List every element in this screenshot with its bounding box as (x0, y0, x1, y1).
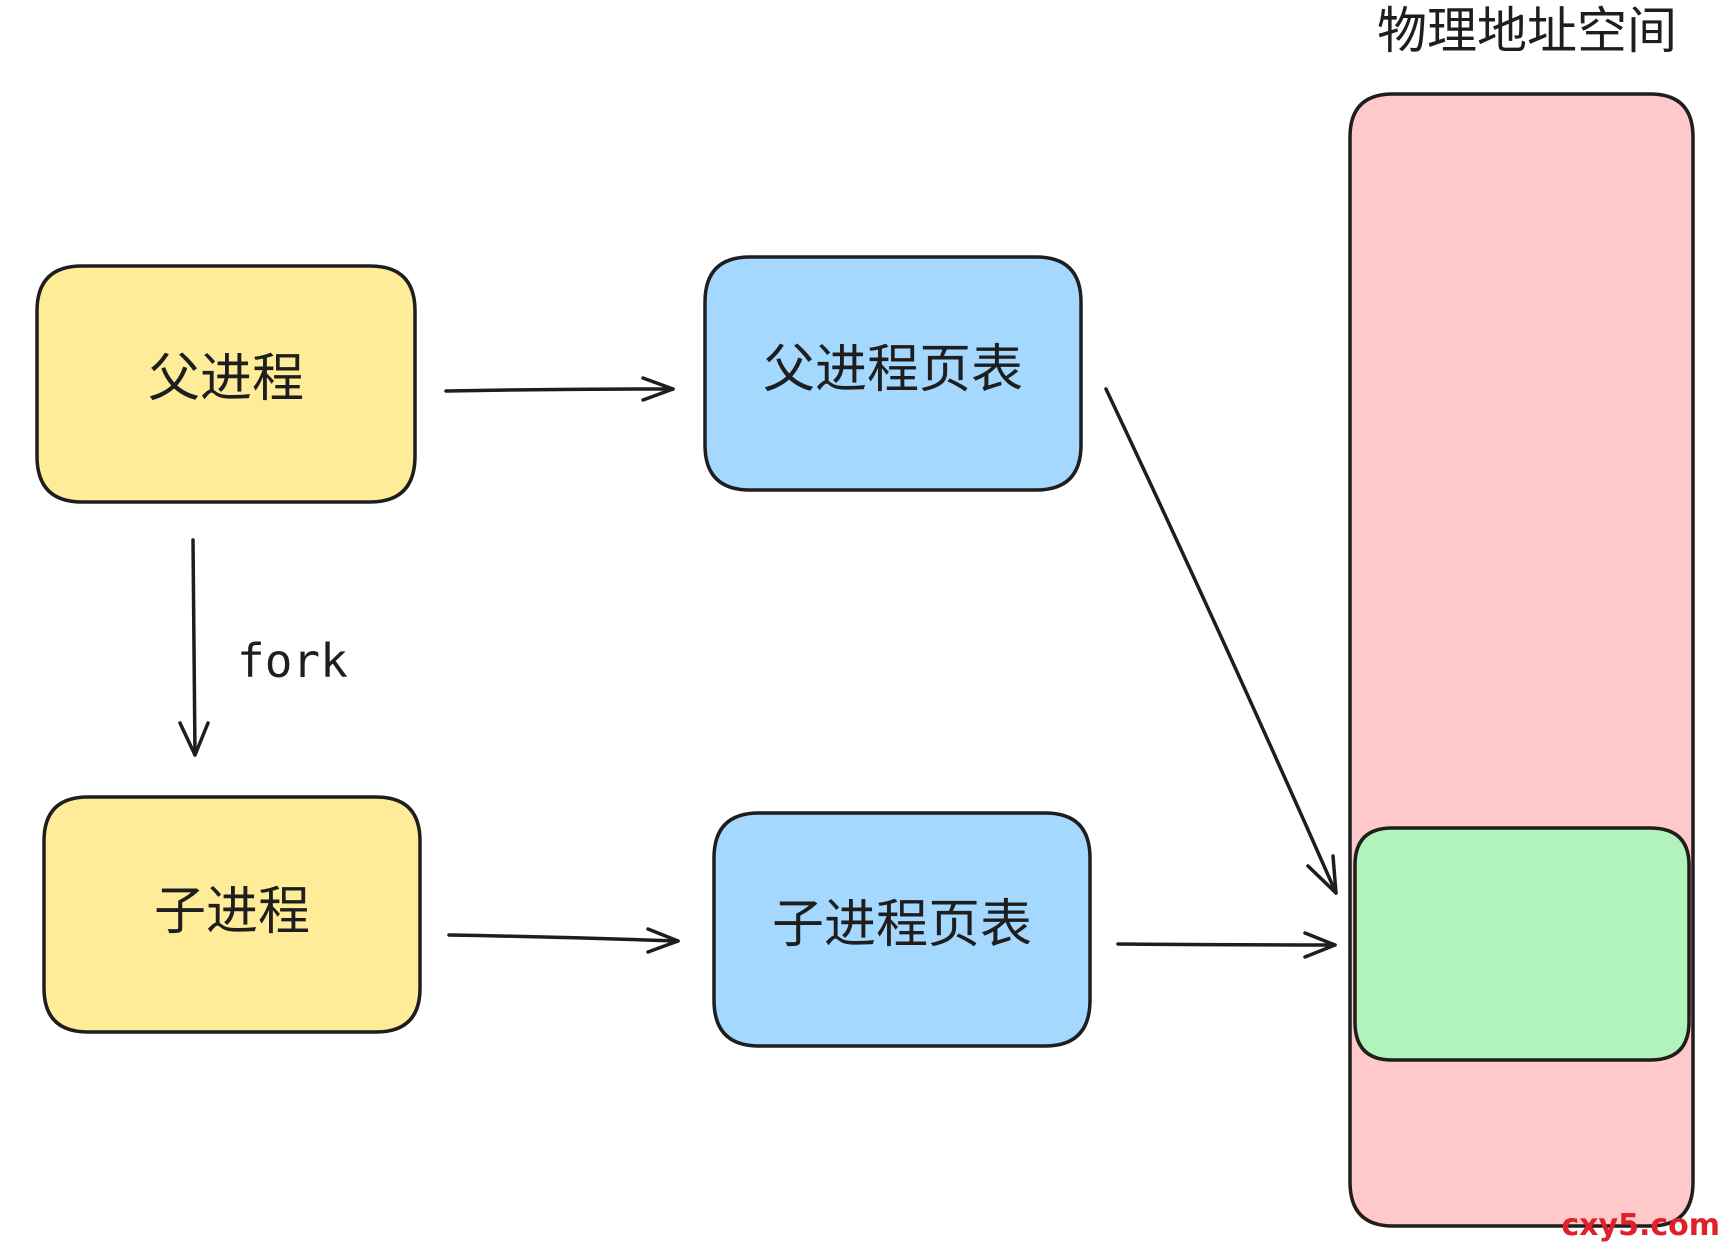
arrow-child-to-page-table (447, 927, 680, 954)
arrow-fork: fork (178, 538, 348, 757)
child-page-table-label: 子进程页表 (772, 895, 1032, 955)
parent-page-table-box (703, 255, 1083, 492)
child-process-node: 子进程 (42, 795, 422, 1034)
parent-process-label: 父进程 (148, 349, 304, 409)
child-page-table-box (712, 811, 1092, 1048)
parent-process-box (35, 264, 417, 504)
parent-process-node: 父进程 (35, 264, 417, 504)
arrow-child-table-to-shared (1116, 931, 1337, 959)
parent-page-table-label: 父进程页表 (763, 340, 1023, 400)
parent-page-table-node: 父进程页表 (703, 255, 1083, 492)
arrow-parent-table-to-shared (1104, 387, 1338, 895)
watermark-text: cxy5.com (1561, 1208, 1720, 1242)
child-page-table-node: 子进程页表 (712, 811, 1092, 1048)
child-process-label: 子进程 (154, 882, 310, 942)
physical-space-title: 物理地址空间 (1377, 2, 1677, 60)
arrow-parent-to-page-table (444, 376, 675, 402)
child-process-box (42, 795, 422, 1034)
shared-region-box (1353, 826, 1691, 1062)
shared-memory-region (1353, 826, 1691, 1062)
fork-label: fork (237, 634, 348, 688)
